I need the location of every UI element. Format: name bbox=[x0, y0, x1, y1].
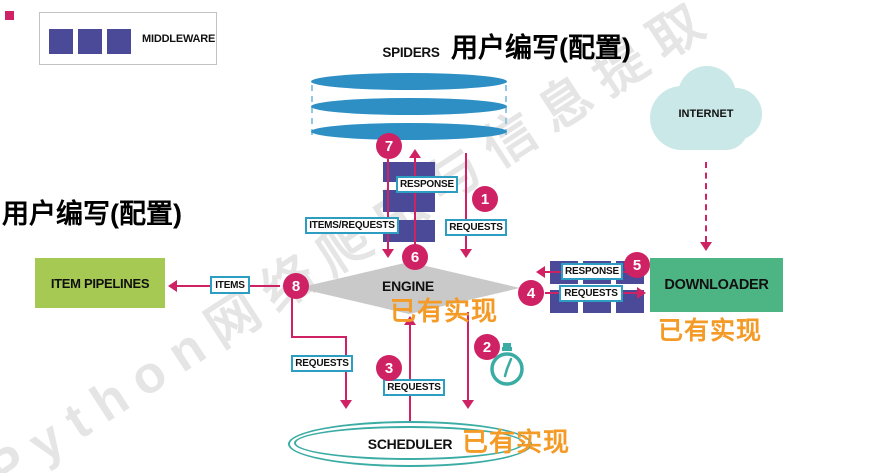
middleware-square-icon bbox=[107, 29, 131, 54]
engine-to-scheduler-line bbox=[467, 312, 469, 402]
arrowhead-left-icon bbox=[168, 280, 177, 292]
arrowhead-right-icon bbox=[637, 287, 646, 299]
items-requests-line bbox=[387, 159, 389, 250]
item-pipelines-node: ITEM PIPELINES bbox=[35, 258, 165, 308]
internet-cloud: INTERNET bbox=[650, 66, 762, 158]
step-badge-8: 8 bbox=[283, 273, 309, 299]
spiders-dashed-edge bbox=[311, 85, 313, 135]
items-flow-label: ITEMS bbox=[210, 276, 250, 294]
spiders-label: SPIDERS bbox=[382, 45, 440, 60]
arrowhead-down-icon bbox=[700, 242, 712, 251]
response-line bbox=[414, 155, 416, 249]
spider-disc-icon bbox=[311, 98, 507, 115]
user-written-annotation-top: 用户编写(配置) bbox=[451, 33, 631, 63]
spider-disc-icon bbox=[311, 123, 507, 140]
response-flow-label: RESPONSE bbox=[396, 176, 458, 193]
requests-line bbox=[465, 153, 467, 250]
scheduler-to-engine-line bbox=[409, 322, 411, 421]
scheduler-node: SCHEDULER bbox=[288, 421, 532, 467]
clock-icon bbox=[490, 343, 524, 386]
step-badge-4: 4 bbox=[518, 280, 544, 306]
requests-flow-label: REQUESTS bbox=[445, 219, 507, 236]
step-badge-2: 2 bbox=[474, 334, 500, 360]
corner-marker bbox=[5, 11, 14, 20]
middleware-square-icon bbox=[383, 190, 435, 212]
arrowhead-left-icon bbox=[536, 266, 545, 278]
watermark-text: Python网络爬虫与信息提取 bbox=[0, 0, 726, 473]
requests-branch-line bbox=[291, 336, 347, 338]
downloader-label: DOWNLOADER bbox=[664, 277, 769, 293]
middleware-legend-label: MIDDLEWARE bbox=[142, 32, 216, 45]
item-pipelines-label: ITEM PIPELINES bbox=[50, 275, 150, 291]
arrowhead-down-icon bbox=[460, 249, 472, 258]
internet-label: INTERNET bbox=[678, 108, 734, 120]
middleware-square-icon bbox=[78, 29, 102, 54]
implemented-annotation-downloader: 已有实现 bbox=[658, 317, 763, 345]
middleware-square-icon bbox=[49, 29, 73, 54]
scheduler-inner-ring bbox=[294, 426, 524, 460]
scheduler-requests-flow-label: REQUESTS bbox=[383, 379, 445, 396]
implemented-annotation-engine: 已有实现 bbox=[390, 296, 499, 326]
requests-branch-line bbox=[291, 298, 293, 337]
user-written-annotation-left: 用户编写(配置) bbox=[2, 199, 182, 229]
step-badge-3: 3 bbox=[376, 355, 402, 381]
requests-branch-flow-label: REQUESTS bbox=[291, 355, 353, 372]
spiders-node bbox=[311, 73, 507, 145]
scheduler-label: SCHEDULER bbox=[367, 436, 453, 452]
implemented-annotation-scheduler: 已有实现 bbox=[462, 427, 571, 457]
arrowhead-up-icon bbox=[404, 316, 416, 325]
step-badge-1: 1 bbox=[472, 186, 498, 212]
step-badge-7: 7 bbox=[376, 133, 402, 159]
internet-to-downloader-arrow bbox=[705, 162, 707, 242]
step-badge-6: 6 bbox=[402, 244, 428, 270]
spider-disc-icon bbox=[311, 73, 507, 90]
downloader-node: DOWNLOADER bbox=[650, 258, 783, 312]
middleware-legend: MIDDLEWARE bbox=[39, 12, 217, 65]
downloader-response-flow-label: RESPONSE bbox=[561, 263, 623, 280]
spider-middleware bbox=[383, 162, 435, 242]
downloader-requests-flow-label: REQUESTS bbox=[559, 285, 623, 302]
engine-label: ENGINE bbox=[382, 278, 434, 294]
arrowhead-down-icon bbox=[462, 400, 474, 409]
cloud-icon bbox=[664, 106, 748, 150]
step-badge-5: 5 bbox=[624, 252, 650, 278]
items-requests-flow-label: ITEMS/REQUESTS bbox=[305, 217, 399, 234]
arrowhead-up-icon bbox=[409, 149, 421, 158]
arrowhead-down-icon bbox=[382, 249, 394, 258]
spiders-dashed-edge bbox=[505, 85, 507, 135]
arrowhead-down-icon bbox=[340, 400, 352, 409]
